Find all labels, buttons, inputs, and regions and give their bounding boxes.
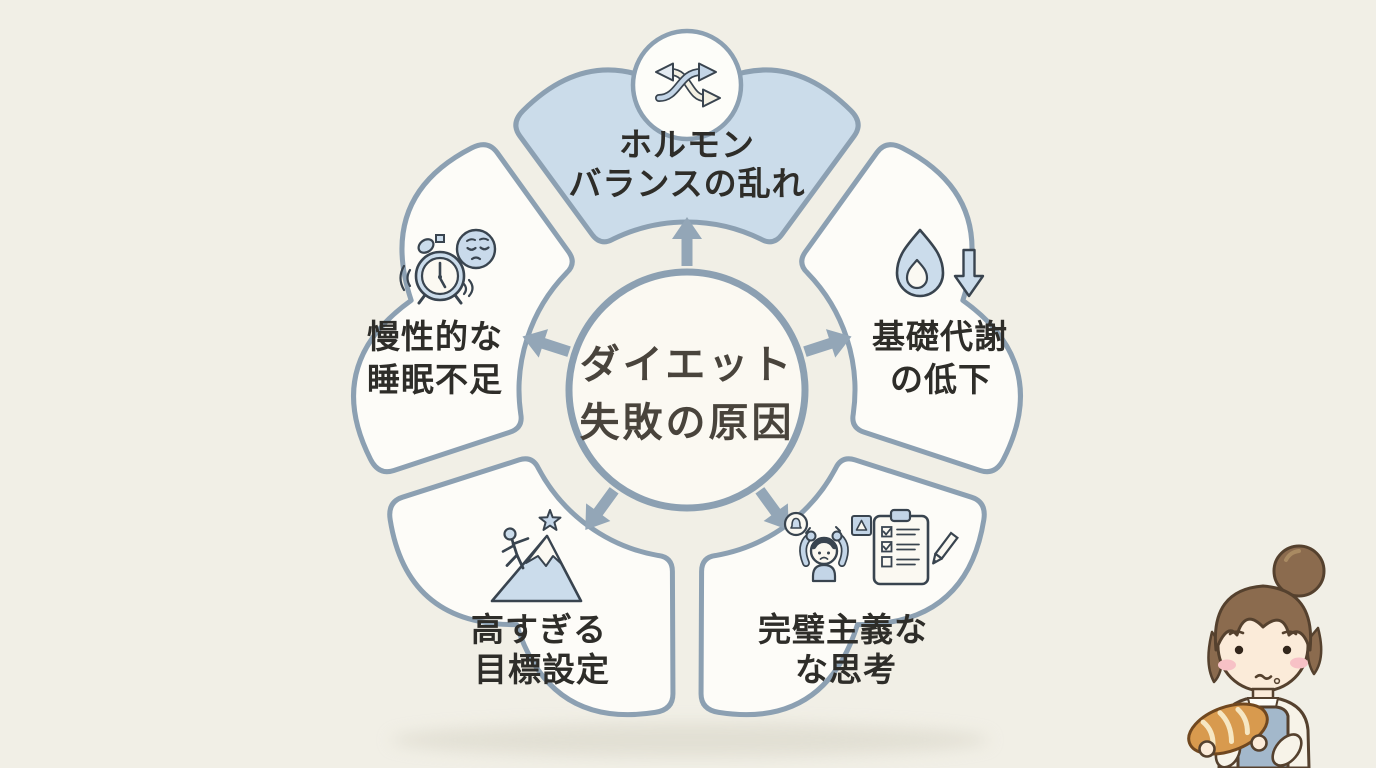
arrow-up-icon (672, 217, 702, 266)
arrow-left-icon (522, 329, 571, 358)
checklist-clipboard (872, 508, 930, 586)
eyebrows (1228, 630, 1298, 636)
shuffle-arrows-icon (655, 62, 721, 108)
label-perfectionism-line2: な思考 (795, 650, 897, 689)
center-arrows (522, 217, 852, 530)
left-hand (1198, 740, 1216, 758)
label-goals-line1: 高すぎる (471, 610, 607, 649)
stressed-person (799, 530, 849, 583)
right-eye (1282, 645, 1292, 655)
triangle-mark (855, 519, 868, 531)
climber (501, 527, 530, 570)
stressed-person-checklist-icon (783, 508, 959, 586)
flame-decrease-icon (895, 228, 985, 298)
clock-center-dot (438, 275, 442, 279)
star-icon (538, 509, 562, 531)
label-hormone-line2: バランスの乱れ (568, 164, 805, 203)
snow-cap (525, 535, 563, 567)
center-title-line2: 失敗の原因 (580, 400, 795, 446)
hair-bangs (1213, 584, 1313, 652)
petal-hormone-balance (513, 67, 861, 245)
crumb (1273, 677, 1281, 685)
label-sleep-line2: 睡眠不足 (367, 360, 503, 399)
label-perfectionism-line1: 完璧主義な (758, 610, 928, 649)
arrow-down-right-icon (755, 487, 789, 530)
center-circle (565, 268, 809, 512)
petal-basal-metabolism (799, 142, 1023, 475)
pencil-icon (932, 531, 959, 565)
label-metabolism-line2: の低下 (890, 360, 992, 399)
down-arrow-icon (953, 248, 985, 298)
alarm-button (435, 234, 445, 243)
petal-labels: ホルモン バランスの乱れ 基礎代謝 の低下 完璧主義な な思考 高すぎる 目標設… (367, 125, 1008, 689)
woman-eating-bread (1187, 544, 1326, 768)
petal-sleep-deprivation (351, 142, 575, 475)
right-sleeve (1271, 733, 1303, 767)
left-blush (1218, 659, 1236, 671)
left-eye (1234, 645, 1244, 655)
mountain-climber-icon (490, 509, 583, 603)
right-blush (1290, 657, 1308, 669)
arrow-down-left-icon (585, 487, 619, 530)
arrow-right-icon (803, 329, 852, 358)
inner-flame (905, 258, 929, 290)
center-title-line1: ダイエット (580, 342, 795, 388)
mouth (1254, 673, 1273, 680)
label-sleep-line1: 慢性的な (367, 317, 503, 356)
mountain (490, 534, 583, 603)
alarm-clock-sleepy-face-icon (399, 228, 497, 305)
label-metabolism-line1: 基礎代謝 (872, 317, 1008, 356)
hormone-badge (630, 28, 744, 142)
wheel-petals (351, 67, 1023, 718)
label-goals-line2: 目標設定 (474, 650, 610, 689)
alarm-bell (417, 238, 435, 254)
wheel-shadow (390, 723, 990, 757)
bell-icon (790, 517, 802, 529)
center-hub: ダイエット 失敗の原因 (565, 268, 809, 512)
right-hand (1250, 734, 1268, 752)
label-hormone-line1: ホルモン (619, 125, 755, 164)
